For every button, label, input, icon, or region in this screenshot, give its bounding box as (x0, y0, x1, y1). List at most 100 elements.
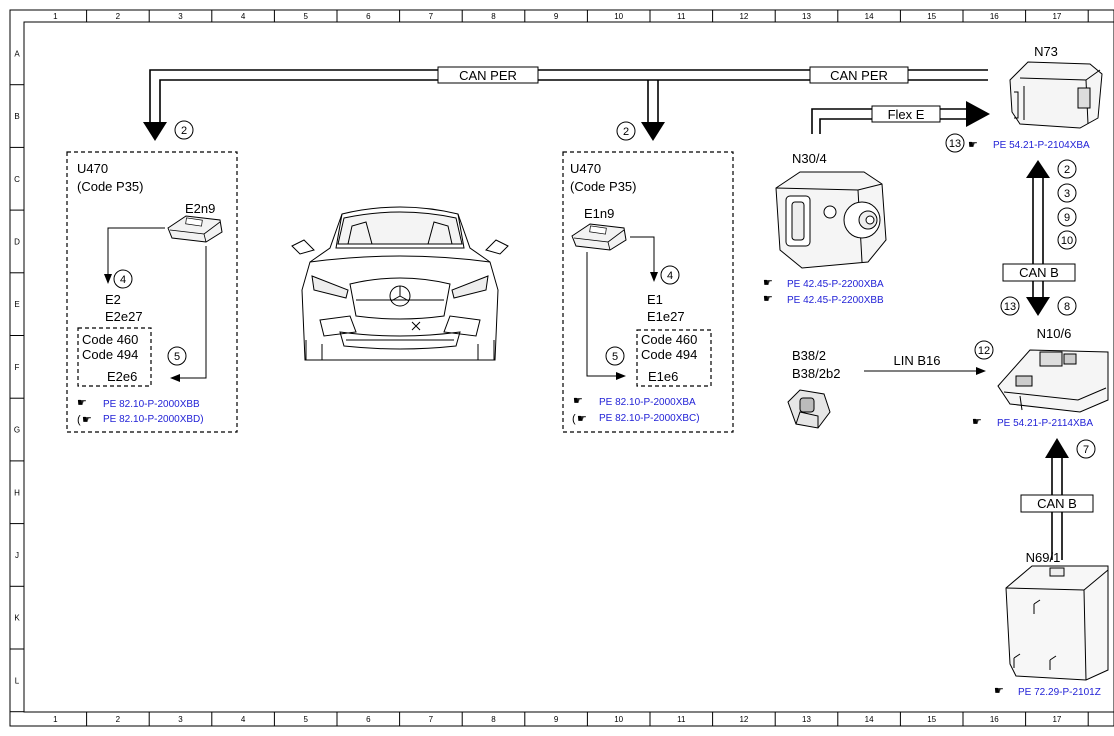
callout-number: 12 (978, 345, 990, 357)
grid-column-label: 9 (554, 715, 559, 724)
callout-circle (974, 340, 994, 360)
reference-link[interactable]: PE 82.10-P-2000XBC) (599, 413, 700, 424)
grid-column-label: 4 (241, 715, 246, 724)
callout-circle (660, 265, 680, 285)
grid-column-label: 7 (429, 715, 434, 724)
unit-title: U470 (77, 161, 108, 176)
reference-link[interactable]: PE 72.29-P-2101Z (1018, 687, 1101, 698)
grid-row-label: J (15, 551, 19, 560)
grid-column-label: 3 (178, 12, 183, 21)
b38-2-component: B38/2 B38/2b2 (787, 348, 840, 429)
component-label: N69/1 (1026, 550, 1061, 565)
grid-row-label: B (14, 112, 19, 121)
reference-paren: ( (77, 414, 81, 426)
can-b-bus-lower: CAN B (1020, 438, 1094, 560)
grid-row-label: H (14, 488, 20, 497)
grid-column-label: 16 (990, 12, 999, 21)
grid-row-label: C (14, 175, 20, 184)
reference-link[interactable]: PE 54.21-P-2104XBA (993, 140, 1090, 151)
arrow-down-icon (1026, 297, 1050, 316)
reference-link[interactable]: PE 82.10-P-2000XBB (103, 399, 200, 410)
reference-paren: ( (572, 413, 576, 425)
callout-circle (167, 346, 187, 366)
reference-link[interactable]: PE 42.45-P-2200XBA (787, 279, 884, 290)
callout-circle (945, 133, 965, 153)
callout-number: 5 (174, 351, 180, 363)
rain-light-sensor-icon (787, 389, 831, 429)
callout-circle (113, 269, 133, 289)
grid-row-label: G (14, 426, 20, 435)
callout-circle (605, 346, 625, 366)
unit-code: (Code P35) (77, 179, 143, 194)
control-unit-icon (1009, 61, 1103, 129)
callout-number: 9 (1064, 212, 1070, 224)
outer-frame (9, 9, 1114, 727)
flex-e-label: Flex E (888, 107, 925, 122)
callout-circle (174, 120, 194, 140)
code-line: Code 494 (82, 347, 138, 362)
reference-link[interactable]: PE 82.10-P-2000XBA (599, 397, 696, 408)
grid-column-label: 15 (927, 715, 936, 724)
arrow-down-icon (104, 274, 112, 284)
callout-number: 2 (1064, 164, 1070, 176)
grid-column-label: 11 (677, 715, 686, 724)
grid-column-label: 2 (116, 715, 121, 724)
callout-stack: 2 3 9 10 13 8 (1000, 159, 1077, 316)
n10-6-component: N10/6 ☛ PE 54.21-P-2114XBA (972, 326, 1109, 429)
grid-row-label: F (15, 363, 20, 372)
callout-number: 5 (612, 351, 618, 363)
callout-number: 3 (1064, 188, 1070, 200)
arrow-down-icon (143, 122, 167, 141)
lamp-label: E1e27 (647, 309, 685, 324)
callout-number: 8 (1064, 301, 1070, 313)
grid-column-label: 3 (178, 715, 183, 724)
left-headlamp-unit: U470 (Code P35) E2n9 4 5 E2 E2e27 Code 4… (66, 151, 238, 433)
hand-pointer-icon: ☛ (577, 412, 587, 425)
arrow-right-icon (966, 101, 990, 127)
unit-title: U470 (570, 161, 601, 176)
abs-unit-icon (775, 171, 887, 269)
lamp-label: E2e27 (105, 309, 143, 324)
component-label: N73 (1034, 44, 1058, 59)
arrow-down-icon (650, 272, 658, 282)
inner-frame (23, 21, 1114, 713)
grid-column-label: 1 (53, 715, 58, 724)
hand-pointer-icon: ☛ (573, 394, 583, 407)
grid-row-label: E (14, 300, 19, 309)
grid-column-label: 15 (927, 12, 936, 21)
reference-link[interactable]: PE 54.21-P-2114XBA (997, 418, 1093, 429)
grid-column-label: 2 (116, 12, 121, 21)
arrow-up-icon (1026, 160, 1050, 178)
n30-4-component: N30/4 ☛ PE 42.45-P-2200XBA ☛ PE 42.45-P-… (763, 151, 887, 306)
hand-pointer-icon: ☛ (972, 415, 982, 428)
lamp-box-label: E1e6 (648, 369, 678, 384)
component-label: N10/6 (1037, 326, 1072, 341)
grid-column-label: 17 (1052, 715, 1061, 724)
grid-column-label: 13 (802, 12, 811, 21)
grid-column-label: 10 (614, 12, 623, 21)
arrow-right-icon (616, 372, 626, 380)
callout-number: 13 (949, 138, 961, 150)
module-label: E1n9 (584, 206, 614, 221)
reference-link[interactable]: PE 42.45-P-2200XBB (787, 295, 884, 306)
grid-column-label: 6 (366, 12, 371, 21)
grid-column-label: 11 (677, 12, 686, 21)
hand-pointer-icon: ☛ (82, 413, 92, 426)
grid-row-label: D (14, 237, 20, 246)
grid-column-label: 7 (429, 12, 434, 21)
component-label: N30/4 (792, 151, 827, 166)
car-front-view-icon (291, 206, 509, 361)
grid-column-label: 16 (990, 715, 999, 724)
grid-column-label: 10 (614, 715, 623, 724)
reference-link[interactable]: PE 82.10-P-2000XBD) (103, 414, 204, 425)
grid-column-label: 5 (303, 12, 308, 21)
hand-pointer-icon: ☛ (968, 138, 978, 151)
component-label: B38/2b2 (792, 366, 840, 381)
door-control-unit-icon (1005, 565, 1109, 681)
callout-number: 2 (623, 126, 629, 138)
callout-number: 13 (1004, 301, 1016, 313)
